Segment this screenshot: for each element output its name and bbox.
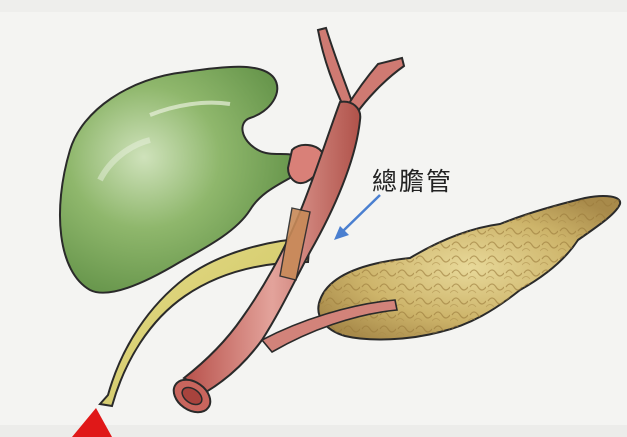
common-bile-duct-label: 總膽管	[372, 162, 453, 198]
